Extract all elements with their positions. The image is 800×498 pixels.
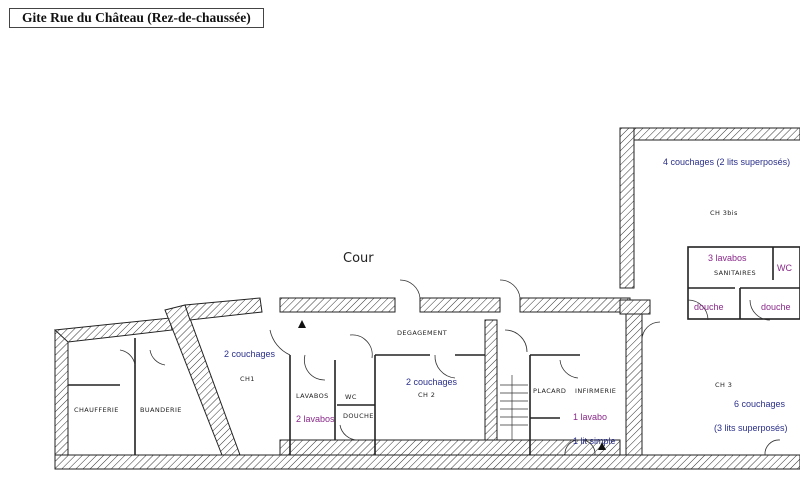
room-lavabos: LAVABOS	[296, 392, 329, 400]
note-sanitaires-wc: WC	[777, 263, 792, 273]
room-ch1: CH1	[240, 375, 255, 383]
room-infirmerie: INFIRMERIE	[575, 387, 616, 395]
walls	[53, 127, 800, 470]
note-infirmerie-lavabo: 1 lavabo	[573, 412, 607, 422]
fire-extinguisher-icon	[598, 442, 606, 450]
note-ch3-beds: 6 couchages	[734, 399, 786, 409]
note-ch2-beds: 2 couchages	[406, 377, 458, 387]
note-ch1-beds: 2 couchages	[224, 349, 276, 359]
partitions	[68, 246, 800, 455]
note-ch3-detail: (3 lits superposés)	[714, 423, 788, 433]
courtyard-label: Cour	[343, 251, 374, 266]
room-buanderie: BUANDERIE	[140, 406, 182, 414]
doors	[119, 279, 781, 456]
room-ch3: CH 3	[715, 381, 732, 389]
note-sanitaires-lavabos: 3 lavabos	[708, 253, 747, 263]
room-sanitaires: SANITAIRES	[714, 269, 756, 277]
fire-extinguisher-icon	[298, 320, 306, 328]
room-ch3bis: CH 3bis	[710, 209, 738, 217]
plan-title: Gite Rue du Château (Rez-de-chaussée)	[9, 8, 264, 28]
room-wc: WC	[345, 393, 357, 401]
note-douche-right: douche	[761, 302, 791, 312]
room-degagement: DEGAGEMENT	[397, 329, 447, 337]
room-chaufferie: CHAUFFERIE	[74, 406, 119, 414]
note-lavabos-count: 2 lavabos	[296, 414, 335, 424]
note-douche-left: douche	[694, 302, 724, 312]
room-douche: DOUCHE	[343, 412, 374, 420]
note-ch3bis-beds: 4 couchages (2 lits superposés)	[663, 157, 790, 167]
room-ch2: CH 2	[418, 391, 435, 399]
room-placard: PLACARD	[533, 387, 566, 395]
note-infirmerie-bed: 1 lit simple	[573, 436, 616, 446]
